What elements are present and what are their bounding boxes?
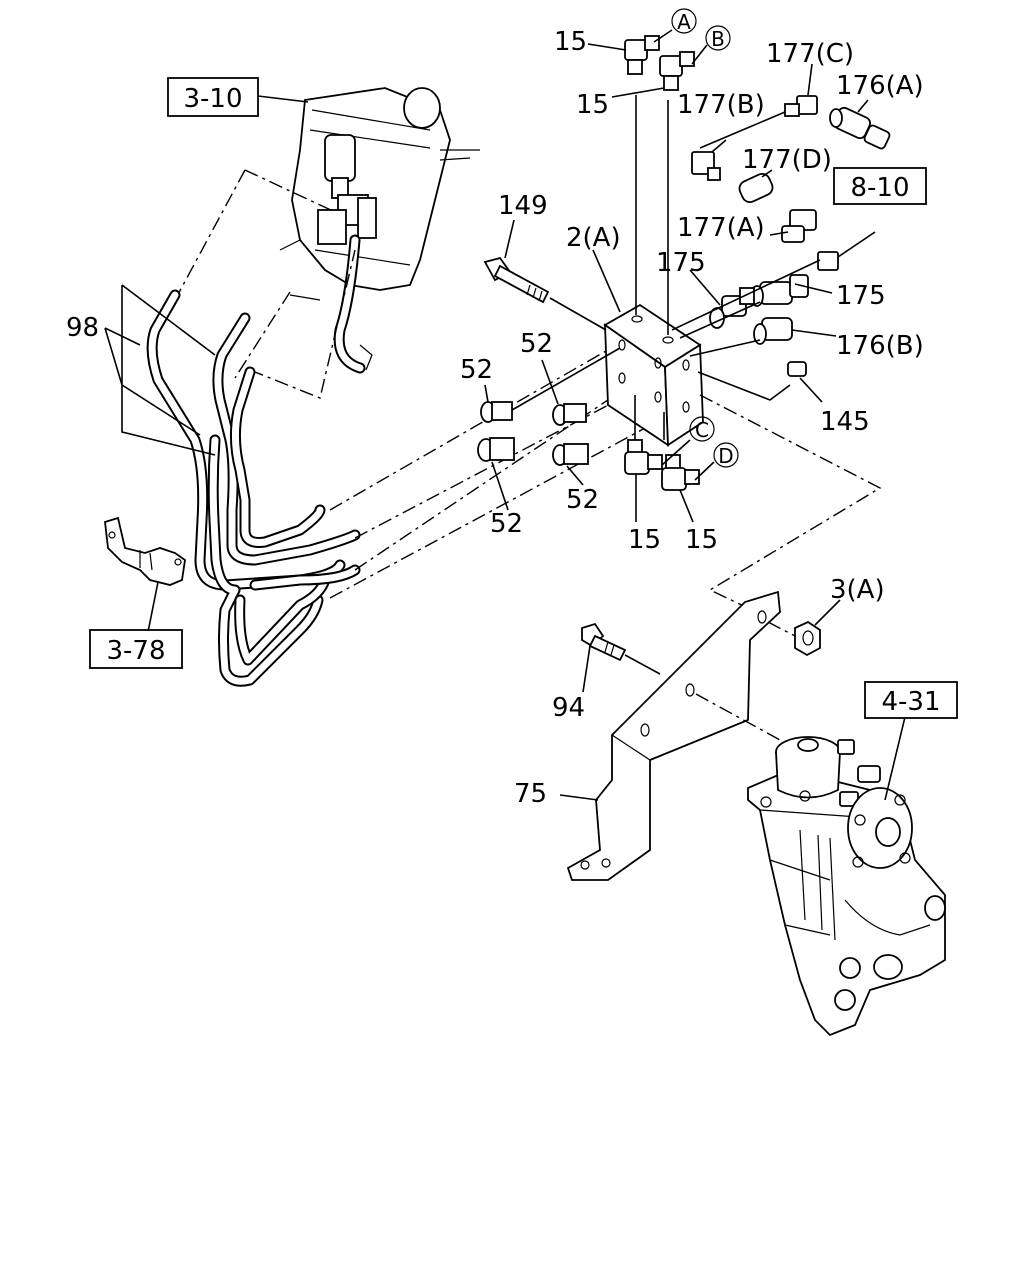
callout-176b: 176(B) [836,331,924,361]
fitting-15-c [624,439,663,475]
fitting-52-top-left [480,347,621,423]
bolt-94 [581,622,661,675]
svg-text:D: D [718,444,733,468]
callout-175-right: 175 [836,281,886,311]
callout-176a: 176(A) [836,71,924,101]
fitting-52-top-right [552,403,587,426]
master-cylinder-drawing [279,87,480,374]
fitting-15-b [659,51,695,91]
svg-text:B: B [711,27,725,51]
callout-15-c: 15 [628,525,661,555]
plug-145 [787,361,807,377]
pipe-bundle-drawing [146,289,361,687]
circle-letter-a: A [671,8,697,34]
fitting-52-bottom-right [552,443,589,466]
adapter-177-c [699,95,818,149]
callout-145: 145 [820,407,870,437]
circle-letter-d: D [713,442,739,468]
clip-drawing [104,516,186,586]
svg-text:C: C [695,418,709,442]
callout-75: 75 [514,779,547,809]
callout-177d: 177(D) [742,145,832,175]
ref-box-8-10: 8-10 [833,167,927,205]
switch-176-a [829,106,891,150]
callout-175-upper: 175 [656,248,706,278]
callout-94: 94 [552,693,585,723]
fitting-52-bottom-left [477,437,515,462]
callout-52-b: 52 [520,329,553,359]
callout-52-a: 52 [460,355,493,385]
circle-letter-c: C [689,416,715,442]
plug-177-d [738,173,774,203]
callout-177a: 177(A) [677,213,765,243]
switch-176-b [753,317,793,345]
ref-box-3-78: 3-78 [89,629,183,669]
bracket-drawing [566,590,781,881]
callout-98: 98 [66,313,99,343]
ref-8-10-text: 8-10 [850,173,909,203]
bolt-149 [483,256,607,331]
svg-text:A: A [677,10,691,34]
callout-2a: 2(A) [566,223,621,253]
callout-149: 149 [498,191,548,221]
callout-15-a: 15 [554,27,587,57]
callout-15-d: 15 [685,525,718,555]
callout-15-b: 15 [576,90,609,120]
circle-letter-b: B [705,25,731,51]
callout-3a: 3(A) [830,575,885,605]
nut-3a [767,620,821,657]
callout-177c: 177(C) [766,39,854,69]
connector-8-10 [817,231,876,271]
steering-gear-drawing [747,736,946,1037]
callout-52-c: 52 [490,509,523,539]
ref-4-31-text: 4-31 [881,687,940,717]
ref-box-4-31: 4-31 [864,681,958,719]
fitting-15-d [661,454,700,491]
plug-177-b [691,151,721,181]
callout-52-d: 52 [566,485,599,515]
plug-177-a [781,209,817,243]
valve-block-drawing [603,303,704,447]
ref-3-10-text: 3-10 [183,84,242,114]
ref-box-3-10: 3-10 [167,77,259,117]
fitting-15-a [624,35,660,75]
ref-3-78-text: 3-78 [106,636,165,666]
callout-177b: 177(B) [677,90,765,120]
